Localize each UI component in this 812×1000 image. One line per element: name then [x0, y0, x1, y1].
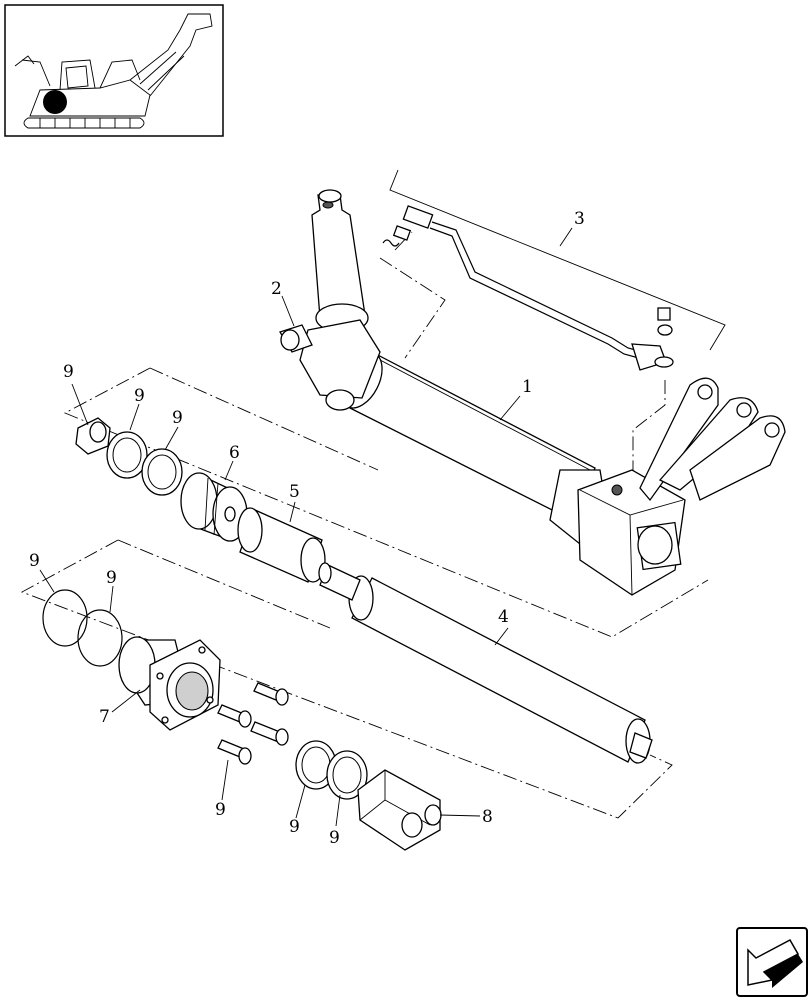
callout-4: 4: [498, 607, 509, 627]
leader-lines: [39, 227, 573, 827]
callout-9-oring-b: 9: [106, 568, 117, 588]
bolt-9c: [250, 721, 289, 746]
gland-flange-7: [118, 636, 221, 731]
assembly-frame-upper: [63, 367, 709, 638]
callout-9-nut: 9: [63, 362, 74, 382]
assembly-frame-lower: [20, 539, 673, 819]
callout-3: 3: [574, 209, 585, 229]
callout-7: 7: [99, 707, 110, 727]
clevis-8: [357, 769, 442, 851]
nut-9: [75, 417, 111, 455]
callout-9-seal-c: 9: [289, 817, 300, 837]
machine-locator-icon: [4, 4, 224, 137]
seal-ring-9d: [326, 750, 368, 800]
hydraulic-pipe: [382, 169, 726, 371]
callout-1: 1: [522, 377, 533, 397]
callout-9-bolt: 9: [215, 800, 226, 820]
previous-page-arrow-icon[interactable]: [736, 927, 808, 997]
steering-cylinder-body: [279, 189, 786, 596]
callout-9-seal-d: 9: [329, 828, 340, 848]
bolt-9b: [217, 704, 252, 728]
callout-6: 6: [229, 443, 240, 463]
bolt-9a: [253, 682, 289, 706]
callout-2: 2: [271, 279, 282, 299]
bushing-5: [237, 507, 326, 583]
bolt-9d: [217, 739, 252, 765]
callout-5: 5: [289, 482, 300, 502]
o-ring-9a: [42, 589, 88, 647]
callout-9-seal-b: 9: [172, 408, 183, 428]
seal-ring-9b: [141, 448, 183, 496]
callout-9-oring-a: 9: [29, 551, 40, 571]
piston-rod-4: [318, 562, 653, 764]
o-ring-9b: [77, 609, 123, 667]
piston-6: [180, 472, 248, 542]
callout-9-seal-a: 9: [134, 386, 145, 406]
callout-8: 8: [482, 807, 493, 827]
seal-ring-9a: [106, 431, 148, 479]
